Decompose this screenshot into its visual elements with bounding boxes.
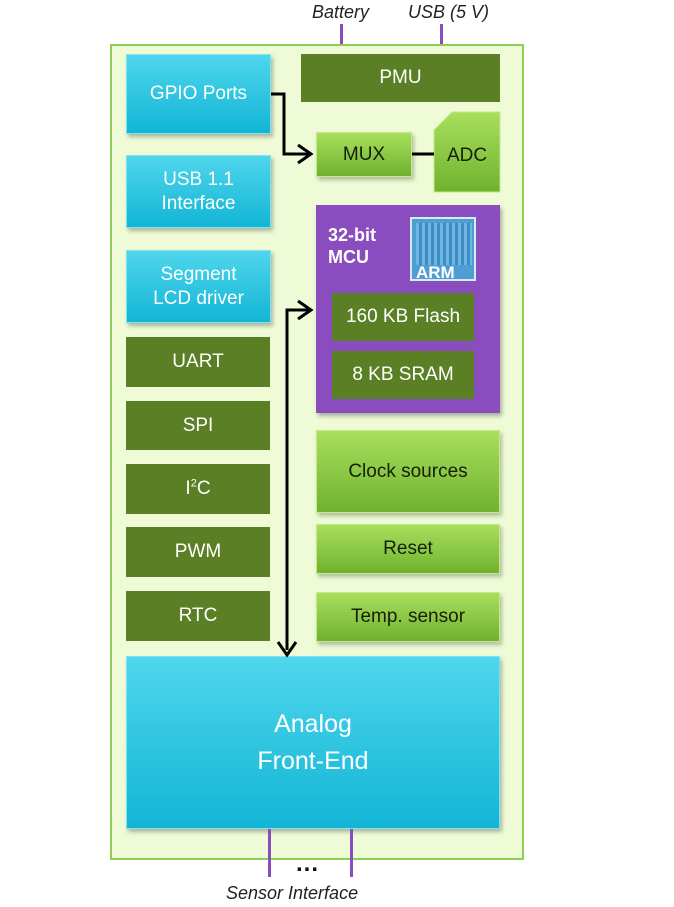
pwm-block: PWM	[126, 527, 270, 577]
adc-label: ADC	[446, 145, 488, 167]
sensor-pin-left	[268, 829, 271, 877]
gpio-to-mux-arrow	[271, 92, 308, 156]
arm-logo-icon: ARM	[410, 217, 476, 282]
mcu-afe-bus	[285, 308, 308, 650]
battery-pin	[340, 24, 343, 44]
sensor-ellipsis: ...	[296, 850, 320, 877]
sensor-interface-label: Sensor Interface	[226, 883, 359, 903]
mcu-block: 32-bit MCU ARM 160 KB Flash 8 KB SRAM	[316, 205, 500, 413]
i2c-label: I2C	[185, 477, 211, 500]
adc-block: ADC	[433, 111, 501, 193]
adc-shape	[433, 111, 501, 193]
usb-pin	[440, 24, 443, 44]
usb-interface-block: USB 1.1 Interface	[126, 155, 271, 228]
gpio-ports-block: GPIO Ports	[126, 54, 271, 134]
segment-lcd-driver-block: Segment LCD driver	[126, 250, 271, 323]
temp-sensor-block: Temp. sensor	[316, 592, 500, 642]
sensor-pin-right	[350, 829, 353, 877]
spi-block: SPI	[126, 401, 270, 450]
mcu-title: 32-bit MCU	[328, 224, 377, 268]
reset-block: Reset	[316, 524, 500, 574]
uart-block: UART	[126, 337, 270, 387]
rtc-block: RTC	[126, 591, 270, 641]
pmu-block: PMU	[301, 54, 500, 102]
analog-front-end-block: Analog Front-End	[126, 656, 500, 829]
bus-arrowhead-top	[297, 299, 314, 321]
usb-5v-label: USB (5 V)	[408, 2, 490, 22]
clock-sources-block: Clock sources	[316, 430, 500, 513]
battery-label: Battery	[312, 2, 370, 22]
gpio-to-mux-arrowhead	[297, 143, 314, 165]
sram-block: 8 KB SRAM	[332, 351, 474, 399]
i2c-block: I2C	[126, 464, 270, 514]
flash-memory-block: 160 KB Flash	[332, 293, 474, 341]
bus-arrowhead-bottom	[276, 641, 298, 658]
arm-logo-text: ARM	[416, 263, 455, 282]
mux-block: MUX	[316, 132, 412, 177]
arm-logo-pattern	[416, 223, 472, 265]
